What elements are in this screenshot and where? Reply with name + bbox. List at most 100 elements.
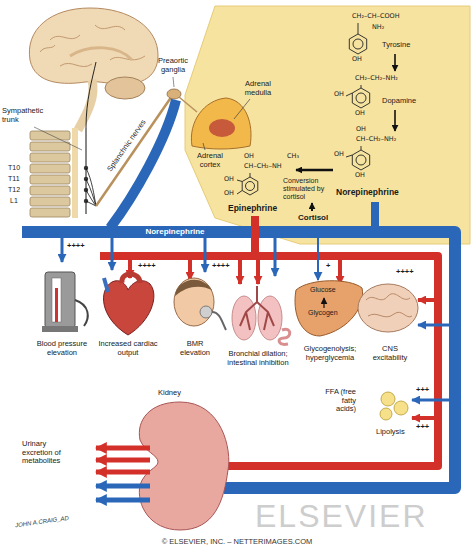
norepinephrine-band bbox=[22, 232, 455, 488]
gland-label: Adrenal medulla bbox=[238, 80, 278, 97]
ganglion-label: Preaortic ganglia bbox=[150, 57, 196, 74]
red-arrow bbox=[412, 416, 434, 420]
excretion-arrow bbox=[96, 498, 150, 503]
watermark: ELSEVIER bbox=[255, 498, 428, 535]
nerve-line bbox=[86, 179, 96, 206]
formula-text: OH bbox=[352, 56, 362, 63]
effect-label: Blood pressure elevation bbox=[31, 340, 93, 357]
kidney bbox=[139, 402, 228, 530]
fat-cell bbox=[380, 408, 392, 420]
nerve-line bbox=[86, 201, 96, 206]
structure-label: Sympathetic trunk bbox=[2, 107, 52, 124]
chemical-bond bbox=[346, 155, 352, 157]
benzene-ring bbox=[356, 155, 366, 165]
benzene-ring bbox=[356, 93, 366, 103]
effect-label: Glycogenolysis; hyperglycemia bbox=[299, 345, 361, 362]
formula-text: OH bbox=[355, 172, 365, 179]
chemical-bond bbox=[346, 93, 352, 96]
vertebra bbox=[30, 142, 70, 151]
manometer-base bbox=[42, 326, 78, 332]
vertebra-level: L1 bbox=[10, 197, 18, 205]
formula-text: OH bbox=[334, 91, 344, 98]
head bbox=[174, 278, 214, 326]
benzene-ring bbox=[349, 34, 366, 54]
vertebra bbox=[30, 131, 70, 140]
plus-signs: ++++ bbox=[138, 262, 156, 271]
vertebra bbox=[30, 186, 70, 195]
leader-line bbox=[173, 77, 174, 87]
vertebra-level: T10 bbox=[8, 164, 20, 172]
organ-label: Kidney bbox=[158, 389, 181, 398]
benzene-ring bbox=[352, 150, 369, 170]
hormone-name: Norepinephrine bbox=[336, 188, 399, 198]
nerve-line bbox=[86, 62, 96, 128]
vertebra bbox=[30, 153, 70, 162]
formula-text: OH bbox=[224, 190, 234, 197]
blue-arrow bbox=[317, 238, 319, 280]
manometer-scale bbox=[52, 278, 61, 322]
vertebra bbox=[30, 164, 70, 173]
vertebra bbox=[30, 208, 70, 217]
effect-label: Bronchial dilation; intestinal inhibitio… bbox=[227, 350, 289, 367]
hormone-name: Epinephrine bbox=[228, 204, 277, 214]
adrenal-medulla bbox=[209, 119, 235, 137]
blue-arrow bbox=[418, 324, 449, 327]
blue-arrow bbox=[412, 399, 449, 402]
chemical-bond bbox=[361, 146, 362, 150]
norepinephrine-vessel bbox=[371, 202, 379, 232]
nerve-line bbox=[86, 190, 96, 206]
hormone-name: Cortisol bbox=[298, 213, 328, 222]
liver bbox=[295, 281, 363, 336]
plus-signs: ++++ bbox=[67, 242, 85, 251]
chemical-bond bbox=[237, 180, 242, 182]
manometer-tube bbox=[75, 300, 88, 326]
note-text: Conversion stimulated by cortisol bbox=[283, 177, 333, 201]
vessel-label: Norepinephrine bbox=[143, 227, 206, 236]
plus-signs: +++ bbox=[416, 386, 429, 395]
heart bbox=[104, 281, 154, 335]
red-arrow bbox=[256, 260, 260, 284]
red-arrow bbox=[418, 298, 434, 302]
compound-name: Tyrosine bbox=[382, 41, 410, 50]
effect-label: BMR elevation bbox=[174, 340, 216, 357]
nerve-line bbox=[86, 168, 96, 206]
formula-text: CH–CH₂–NH₂ bbox=[356, 136, 396, 143]
copyright: © ELSEVIER, INC. – NETTERIMAGES.COM bbox=[87, 538, 387, 547]
metabolite-label: Glucose bbox=[308, 286, 338, 294]
reaction-arrow bbox=[394, 54, 396, 71]
cerebellum bbox=[105, 77, 145, 99]
vena-cava bbox=[104, 278, 108, 292]
leader-line bbox=[203, 143, 205, 150]
red-arrow bbox=[338, 260, 342, 284]
nerve-label: Splanchnic nerves bbox=[106, 118, 148, 173]
metabolite-label: Glycogen bbox=[306, 309, 340, 317]
brain-gyrus bbox=[366, 294, 412, 317]
gland-label: Adrenal cortex bbox=[191, 152, 229, 169]
formula-text: OH bbox=[334, 151, 344, 158]
formula-text: OH bbox=[224, 176, 234, 183]
manometer bbox=[45, 272, 75, 328]
excretion-arrow bbox=[96, 446, 150, 451]
formula-text: NH₂ bbox=[372, 24, 384, 31]
corpus-callosum bbox=[70, 48, 132, 60]
breathing-mask bbox=[200, 306, 212, 318]
compound-name: Dopamine bbox=[382, 97, 416, 106]
mask-tube bbox=[212, 312, 226, 330]
effect-label: Increased cardiac output bbox=[98, 340, 158, 357]
bronchial-tree bbox=[240, 286, 274, 330]
plus-signs: ++++ bbox=[212, 262, 230, 271]
mercury-column bbox=[55, 288, 58, 322]
benzene-ring bbox=[352, 88, 369, 108]
formula-text: OH bbox=[244, 153, 254, 160]
brain-gyrus bbox=[60, 63, 92, 66]
reaction-arrow bbox=[394, 110, 396, 131]
blue-arrow bbox=[274, 238, 277, 276]
glycogen-arrow bbox=[323, 298, 324, 308]
formula-text: CH₂–CH₂–NH₂ bbox=[355, 75, 398, 82]
formula-text: OH bbox=[356, 126, 366, 133]
effect-label: FFA (free fatty acids) bbox=[324, 388, 356, 414]
fat-cell bbox=[381, 392, 395, 406]
brain-gyrus bbox=[95, 25, 125, 30]
